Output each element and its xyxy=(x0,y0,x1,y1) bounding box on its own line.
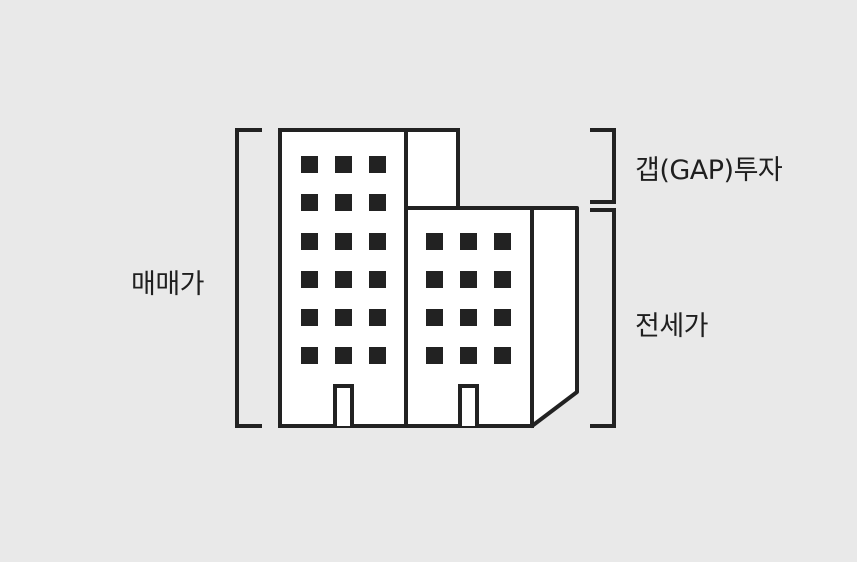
gap-investment-label: 갭(GAP)투자 xyxy=(635,155,783,186)
jeonse-price-bracket xyxy=(590,208,616,428)
tall-building-door xyxy=(333,384,354,426)
jeonse-price-label: 전세가 xyxy=(635,311,709,342)
short-building-windows xyxy=(426,233,511,364)
sale-price-label: 매매가 xyxy=(131,269,205,300)
building-icon xyxy=(278,128,579,428)
short-building-door xyxy=(458,384,479,426)
sale-price-bracket xyxy=(235,128,262,428)
short-building-side xyxy=(530,206,579,428)
gap-bracket xyxy=(590,128,616,204)
tall-building-side xyxy=(404,128,460,210)
tall-building-windows xyxy=(301,156,386,364)
